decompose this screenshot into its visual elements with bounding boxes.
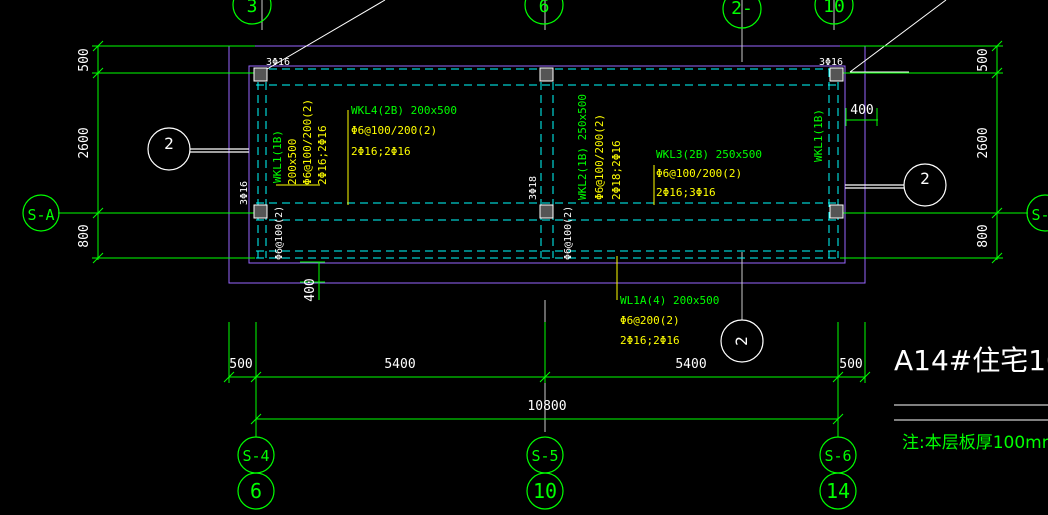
- drawing-title: A14#住宅10: [894, 344, 1048, 377]
- dim-right-top: 500: [976, 48, 991, 71]
- dim-left-mid: 2600: [77, 127, 92, 158]
- dim-bot-b: 5400: [384, 357, 415, 372]
- beam-wl1a-bars: 2Φ16;2Φ16: [620, 334, 680, 347]
- beam-wkl3-stirrup: Φ6@100/200(2): [656, 167, 742, 180]
- beam-wkl1-left-size: 200x500: [286, 139, 299, 185]
- beam-wkl3-bars: 2Φ16;3Φ16: [656, 186, 716, 199]
- axis-bottom-10: 10: [533, 479, 557, 503]
- dim-bot-d: 500: [839, 357, 862, 372]
- axis-top-3: 2-: [731, 0, 753, 19]
- beam-wkl2-stirrup: Φ6@100/200(2): [593, 114, 606, 200]
- beam-wkl2-name: WKL2(1B) 250x500: [576, 94, 589, 200]
- rebar-mid-vert: 3Φ18: [528, 176, 539, 200]
- section-mark-bottom: 2: [732, 336, 751, 346]
- dim-offset-right: 400: [850, 103, 873, 118]
- section-mark-left: 2: [164, 134, 174, 153]
- dim-right-mid: 2600: [976, 127, 991, 158]
- beam-wkl4-name: WKL4(2B) 200x500: [351, 104, 457, 117]
- axis-top-4: 10: [823, 0, 845, 17]
- rebar-top-left: 3Φ16: [266, 57, 290, 68]
- beam-wkl2-bars: 2Φ18;2Φ16: [610, 140, 623, 200]
- beam-wkl4-bars: 2Φ16;2Φ16: [351, 145, 411, 158]
- dim-bot-c: 5400: [675, 357, 706, 372]
- rebar-stirrup-mid: Φ6@100(2): [563, 206, 574, 260]
- beam-wl1a-stirrup: Φ6@200(2): [620, 314, 680, 327]
- outline: [228, 45, 866, 284]
- dim-right-bot: 800: [976, 224, 991, 247]
- axis-bottom-s4: S-4: [242, 447, 269, 465]
- dim-total: 10800: [527, 399, 566, 414]
- dim-left-bot: 800: [77, 224, 92, 247]
- drawing-note: 注:本层板厚100mm,: [902, 433, 1048, 453]
- beam-wkl1-right-name: WKL1(1B): [812, 109, 825, 162]
- beam-wkl1-left-name: WKL1(1B): [271, 130, 284, 183]
- beam-wkl1-left-stirrup: Φ6@100/200(2): [301, 99, 314, 185]
- dim-left-top: 500: [77, 48, 92, 71]
- axis-left: S-A: [27, 206, 54, 224]
- dim-bot-a: 500: [229, 357, 252, 372]
- axis-top-2: 6: [539, 0, 550, 17]
- axis-top-1: 3: [247, 0, 258, 17]
- axis-bottom-s6: S-6: [824, 447, 851, 465]
- beam-wl1a-name: WL1A(4) 200x500: [620, 294, 719, 307]
- rebar-left-vert: 3Φ16: [239, 181, 250, 205]
- axis-right: S-A: [1031, 206, 1048, 224]
- dim-offset-left: 400: [303, 278, 318, 301]
- beam-wkl1-left-bars: 2Φ16;2Φ16: [316, 125, 329, 185]
- axis-bottom-14: 14: [826, 479, 850, 503]
- rebar-stirrup-left: Φ6@100(2): [274, 206, 285, 260]
- rebar-top-right: 3Φ16: [819, 57, 843, 68]
- section-mark-right: 2: [920, 169, 930, 188]
- beam-wkl3-name: WKL3(2B) 250x500: [656, 148, 762, 161]
- beam-wkl4-stirrup: Φ6@100/200(2): [351, 124, 437, 137]
- axis-bottom-s5: S-5: [531, 447, 558, 465]
- axis-bottom-6: 6: [250, 479, 262, 503]
